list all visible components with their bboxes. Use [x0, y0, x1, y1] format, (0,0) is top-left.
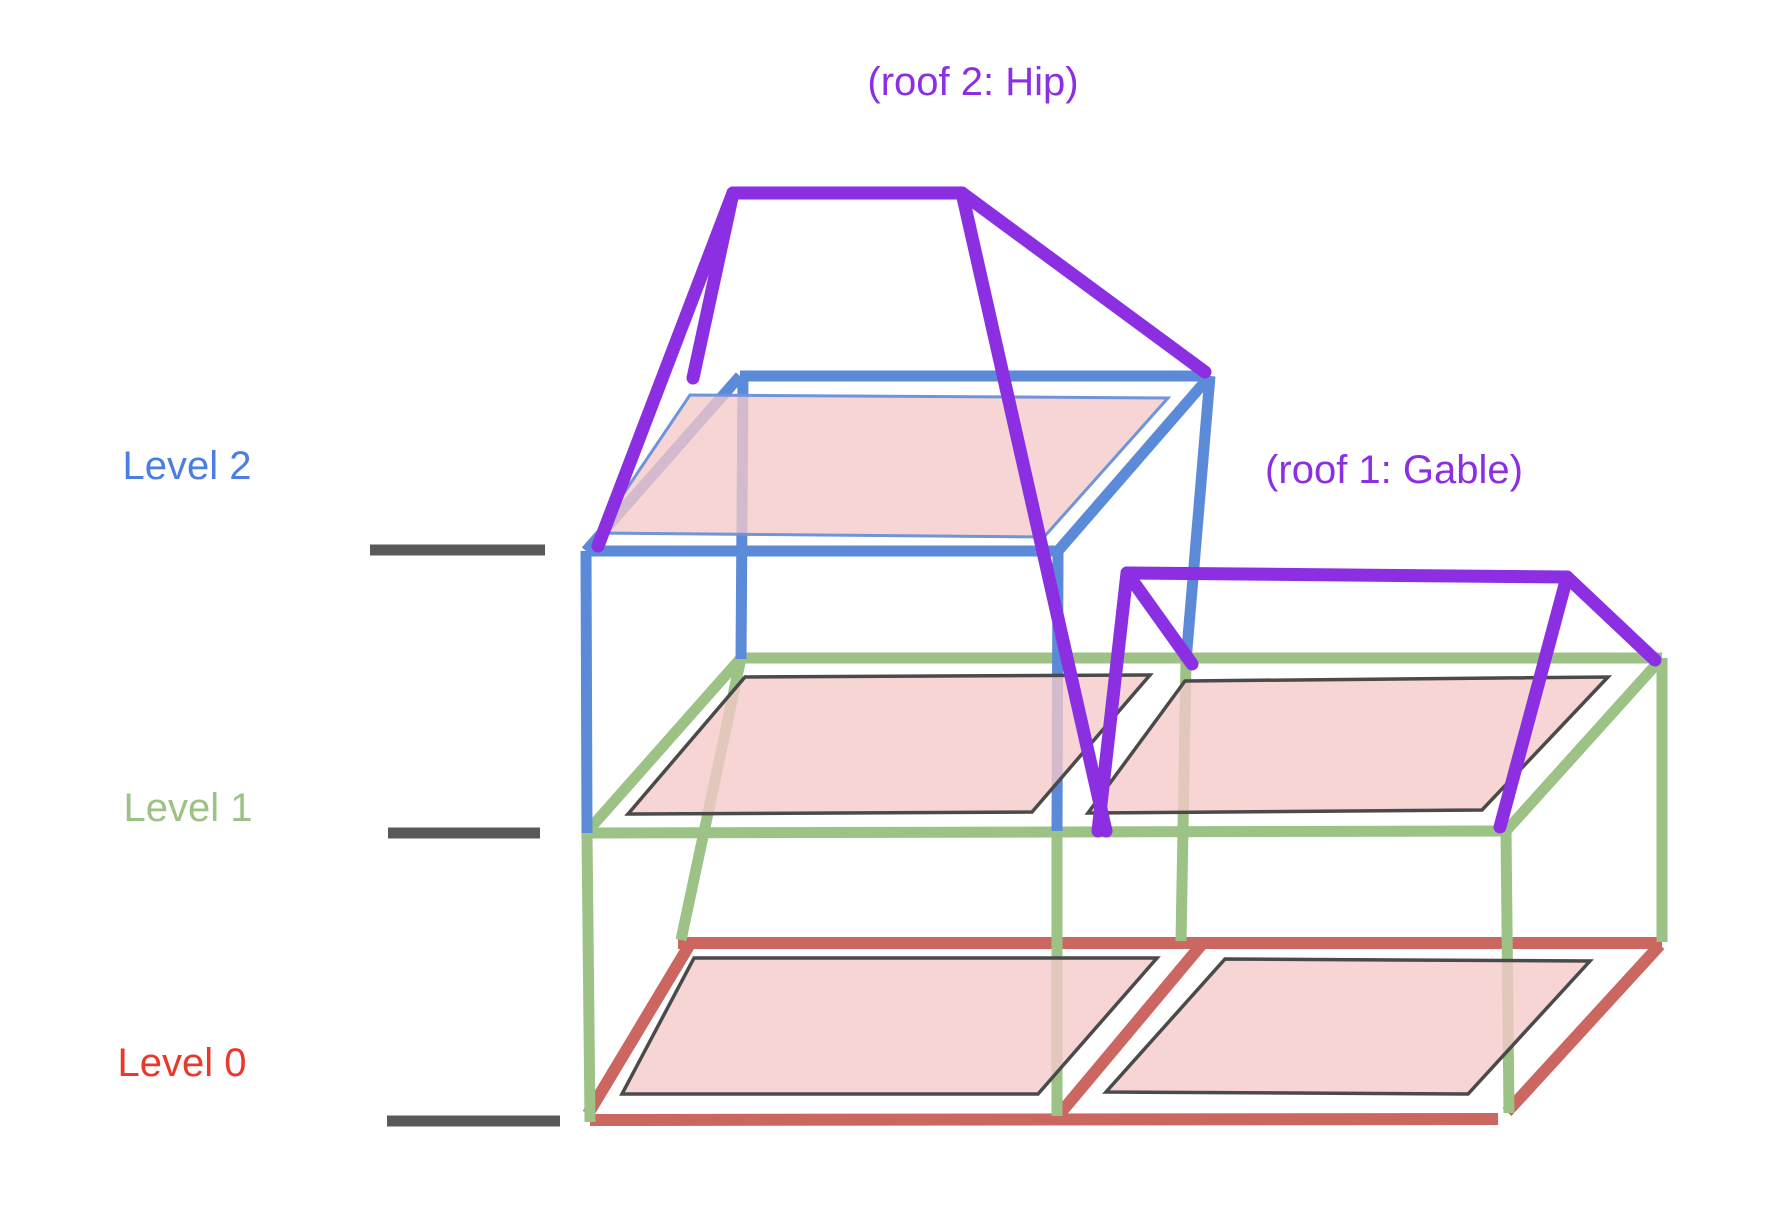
level2-frame-edge	[1180, 375, 1216, 662]
level1-frame-edge	[1501, 654, 1667, 835]
level0-frame-edge	[582, 940, 696, 1118]
level1-frame-edge	[581, 832, 596, 1123]
slab-level1-left	[624, 673, 1154, 816]
gable-roof-edge	[1560, 570, 1662, 667]
gable-roof	[1091, 566, 1662, 838]
hip-roof-edge	[591, 186, 740, 553]
gable-roof-edge	[1120, 566, 1199, 671]
level0-label: Level 0	[117, 1041, 247, 1085]
level1-frame-edge	[581, 654, 746, 837]
level0-frame-edge	[1053, 940, 1207, 1120]
slab-level1-right	[1084, 675, 1613, 815]
hip-roof-edge	[955, 186, 1212, 379]
level0-frame-edge	[1502, 940, 1665, 1117]
level-ticks	[370, 544, 560, 1127]
slab-level0-right	[1102, 957, 1594, 1096]
roof1-gable-label: (roof 1: Gable)	[1265, 448, 1523, 492]
slab-level0-left	[619, 956, 1161, 1096]
hip-roof-edge	[955, 186, 1113, 838]
level2-label: Level 2	[122, 444, 252, 488]
level1-label: Level 1	[123, 786, 253, 830]
gable-roof-edge	[1091, 566, 1134, 838]
hip-roof	[591, 186, 1212, 838]
level0-frame-edge	[589, 1113, 1499, 1126]
gable-roof-edge	[1493, 570, 1574, 834]
floor-slabs	[594, 393, 1613, 1096]
gable-roof-edge	[1120, 566, 1574, 584]
hip-roof-edge	[686, 186, 740, 385]
level1-frame-edge	[585, 825, 1507, 839]
level2-frame-edge	[1053, 372, 1215, 555]
level0-frame	[582, 937, 1665, 1126]
level2-frame-edge	[580, 550, 593, 834]
roof2-hip-label: (roof 2: Hip)	[867, 60, 1079, 104]
